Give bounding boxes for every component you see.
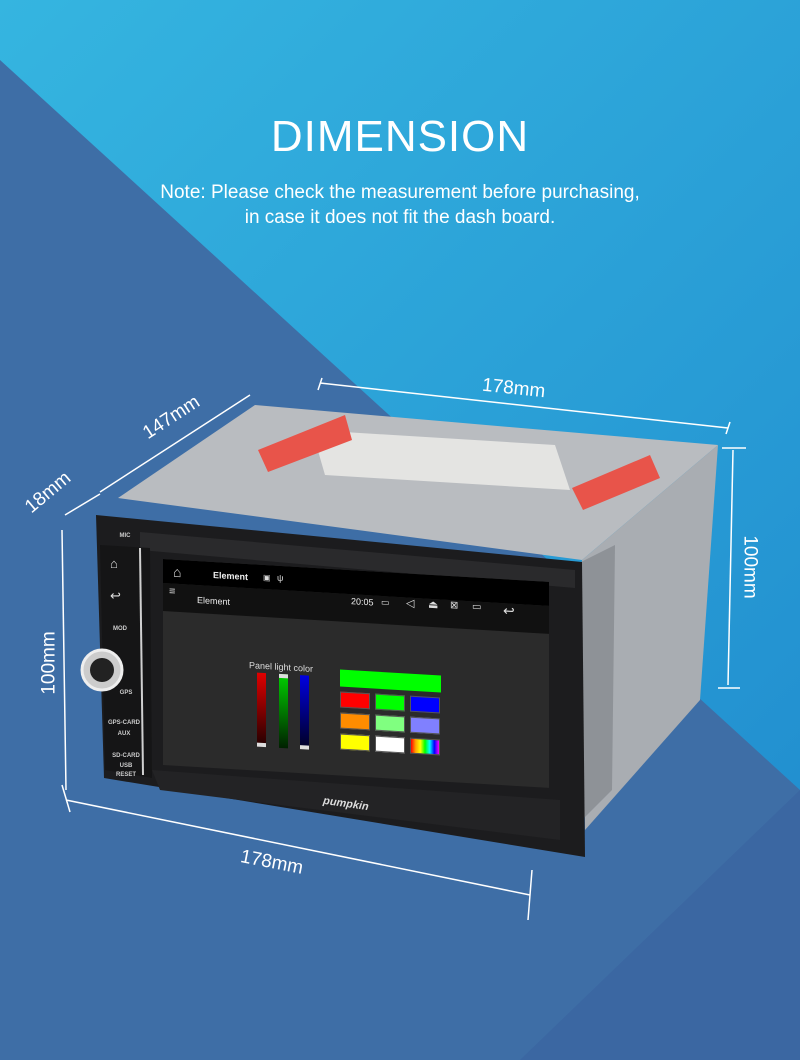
top-label bbox=[312, 430, 570, 490]
dimension-height-right: 100mm bbox=[739, 535, 761, 599]
mic-label: MIC bbox=[119, 533, 131, 539]
note-line-2: in case it does not fit the dash board. bbox=[244, 207, 556, 228]
button-strip bbox=[100, 545, 152, 778]
side-case bbox=[582, 445, 718, 830]
sd-card-label: SD-CARD bbox=[112, 753, 140, 759]
disc-slot bbox=[140, 532, 575, 588]
mod-button[interactable]: MOD bbox=[113, 626, 127, 632]
usb-label: USB bbox=[119, 763, 133, 769]
gps-button[interactable]: GPS bbox=[119, 690, 133, 696]
dimension-height-left: 100mm bbox=[38, 631, 60, 695]
note-line-1: Note: Please check the measurement befor… bbox=[160, 182, 640, 203]
aux-label: AUX bbox=[117, 731, 131, 737]
reset-button[interactable]: RESET bbox=[115, 772, 136, 778]
top-case bbox=[118, 405, 718, 560]
back-button-icon[interactable]: ↩ bbox=[110, 588, 121, 603]
warning-sticker bbox=[572, 455, 660, 510]
warning-sticker bbox=[258, 415, 352, 472]
page-title: DIMENSION bbox=[270, 112, 530, 161]
gps-card-label: GPS-CARD bbox=[107, 720, 140, 726]
home-button-icon[interactable]: ⌂ bbox=[110, 556, 118, 571]
